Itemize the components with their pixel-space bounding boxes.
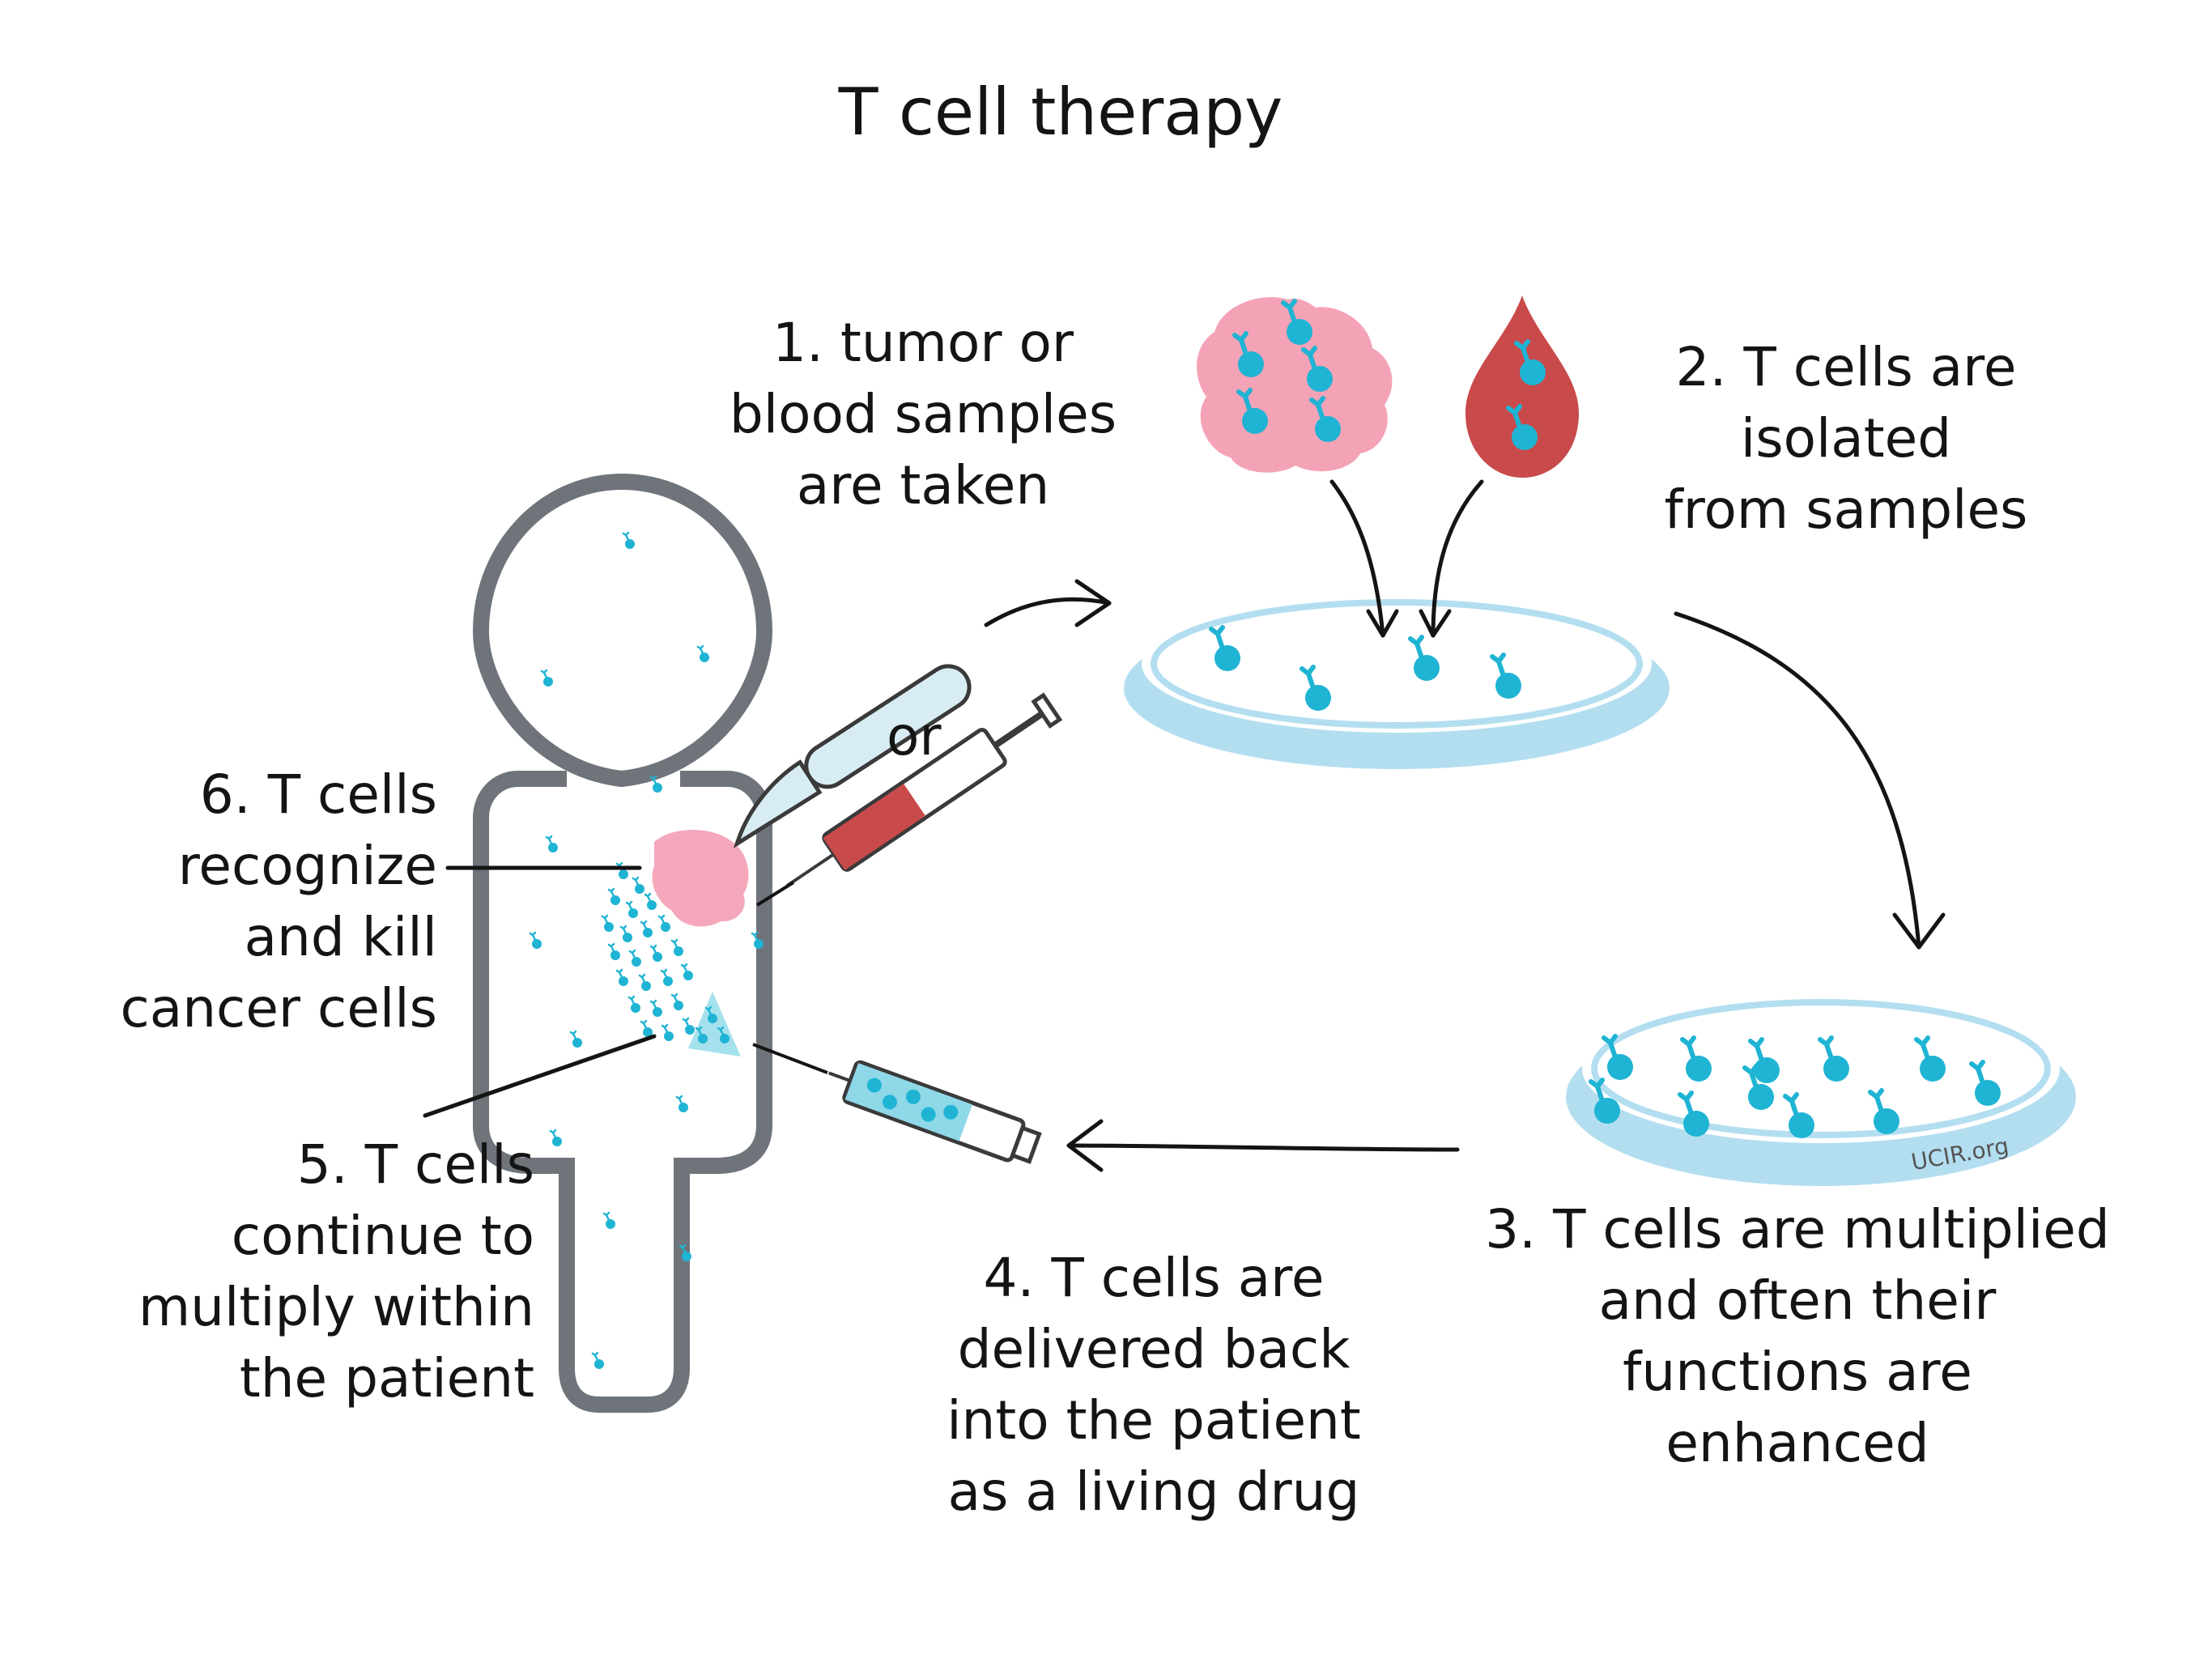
step-1-line-2: blood samples (729, 383, 1117, 445)
step-1-line-1: 1. tumor or (772, 312, 1074, 374)
step-3-line-4: enhanced (1665, 1412, 1929, 1474)
step-6-line-4: cancer cells (120, 977, 437, 1039)
step-5-label: 5. T cells continue to multiply within t… (32, 1129, 534, 1414)
step-2-line-3: from samples (1664, 478, 2028, 541)
arrow-icon (984, 479, 1946, 1172)
arrow-blood-to-dish (1431, 479, 1484, 638)
or-label: or (887, 705, 942, 767)
step-4-line-4: as a living drug (947, 1460, 1360, 1523)
step-5-line-2: continue to (231, 1205, 534, 1267)
step-3-line-1: 3. T cells are multiplied (1485, 1198, 2110, 1261)
delivery-syringe-icon (828, 1060, 1042, 1164)
step-6-line-3: and kill (244, 906, 437, 968)
injected-cells-icon (688, 992, 741, 1056)
tumor-sample-icon (1197, 296, 1393, 473)
step-6-label: 6. T cells recognize and kill cancer cel… (32, 759, 437, 1044)
arrow-to-dish-1 (984, 597, 1112, 627)
arrow-tumor-to-dish (1329, 479, 1385, 638)
step-2-line-2: isolated (1740, 407, 1952, 470)
step-3-label: 3. T cells are multiplied and often thei… (1413, 1194, 2182, 1479)
step-6-line-2: recognize (177, 835, 437, 897)
step-1-label: 1. tumor or blood samples are taken (704, 308, 1142, 521)
blood-syringe-needle (755, 881, 795, 907)
blood-drop-icon (1465, 295, 1579, 478)
arrow-to-syringe (1066, 1143, 1460, 1152)
step-4-line-1: 4. T cells are (983, 1247, 1325, 1309)
page-title: T cell therapy (838, 74, 1283, 150)
step-3-line-2: and often their (1598, 1269, 1997, 1332)
petri-dish-1-icon (1124, 595, 1670, 769)
step-5-line-3: multiply within (138, 1276, 534, 1338)
scalpel-icon (733, 664, 972, 848)
tumor-in-body-icon (652, 830, 749, 927)
step-4-label: 4. T cells are delivered back into the p… (870, 1243, 1437, 1528)
step-4-line-2: delivered back (957, 1318, 1351, 1380)
step-3-line-3: functions are (1623, 1341, 1972, 1403)
petri-dish-2-icon (1566, 994, 2076, 1186)
step-2-line-1: 2. T cells are (1675, 336, 2017, 398)
step-1-line-3: are taken (796, 454, 1050, 517)
arrow-to-dish-2 (1674, 611, 1921, 950)
blood-syringe-icon (785, 692, 1063, 887)
step-5-line-4: the patient (239, 1347, 534, 1409)
leader-line-step-5 (423, 1034, 657, 1118)
step-4-line-3: into the patient (946, 1389, 1361, 1452)
delivery-syringe-needle (752, 1043, 828, 1074)
step-6-line-1: 6. T cells (199, 763, 437, 826)
leader-lines (423, 865, 657, 1118)
step-2-label: 2. T cells are isolated from samples (1579, 332, 2113, 546)
step-5-line-1: 5. T cells (296, 1133, 534, 1196)
